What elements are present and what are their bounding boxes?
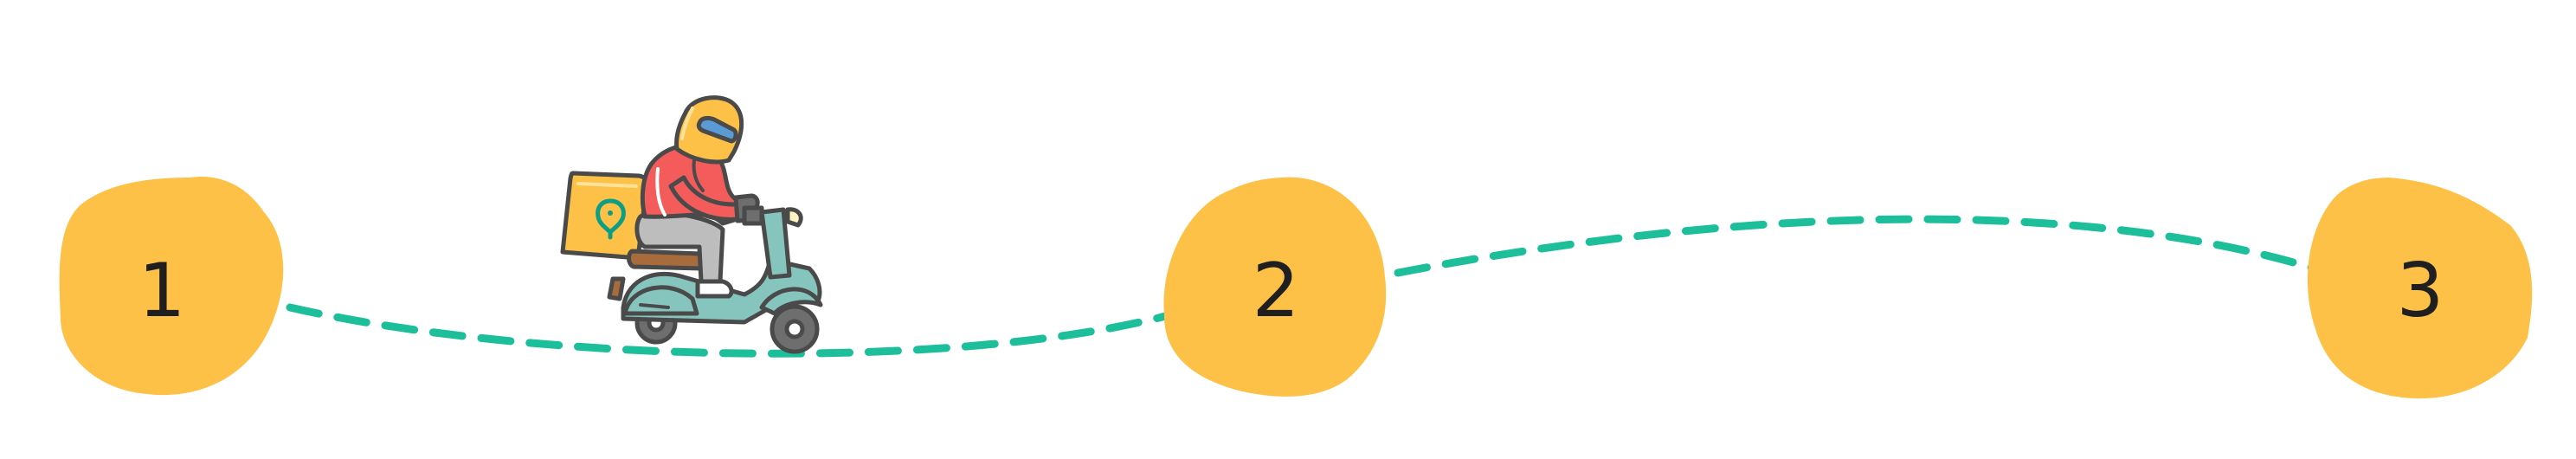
steering-column (759, 207, 792, 280)
location-pin-icon (596, 198, 626, 240)
delivery-scooter-icon (560, 95, 823, 354)
rider-shoe (695, 279, 734, 299)
route-dashed-line-1-2 (286, 303, 1186, 358)
front-wheel (770, 304, 820, 354)
step-3-number: 3 (2397, 248, 2444, 334)
handlebar (742, 205, 764, 226)
step-1-marker: 1 (59, 177, 284, 396)
front-fender (759, 287, 823, 316)
step-2-marker: 2 (1163, 177, 1387, 397)
delivery-box (560, 171, 649, 261)
step-3-blob (2307, 178, 2533, 399)
rider-legs (634, 210, 725, 284)
step-3-marker: 3 (2307, 178, 2533, 399)
rear-fender (622, 285, 699, 316)
rider-helmet (674, 95, 744, 165)
step-2-blob (1163, 177, 1387, 397)
step-1-number: 1 (138, 248, 186, 334)
scooter-seat (627, 249, 707, 271)
step-1-blob (59, 177, 284, 396)
route-dashed-line-2-3 (1394, 215, 2333, 277)
step-2-number: 2 (1253, 248, 1300, 334)
helmet-visor (696, 115, 738, 144)
